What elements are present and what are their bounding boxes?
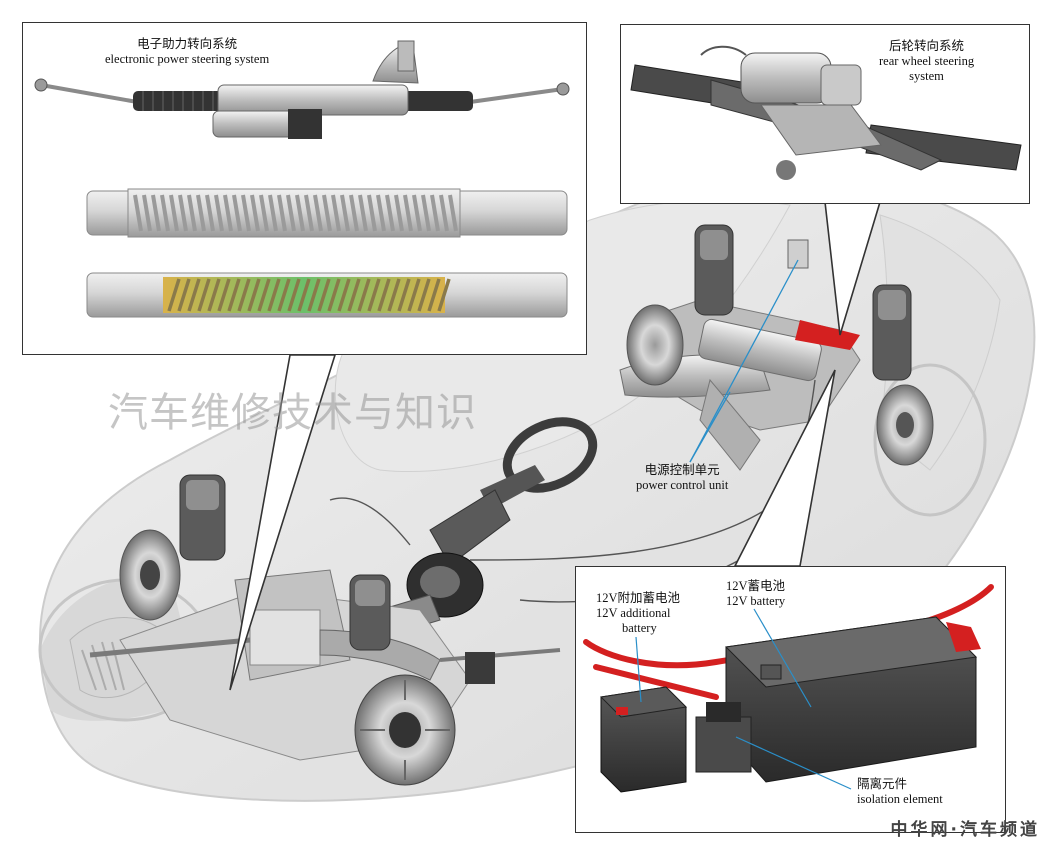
steering-column (379, 417, 598, 636)
battery-caption: 12V蓄电池 12V battery (726, 579, 785, 609)
pcu-label-en: power control unit (636, 478, 729, 492)
eps-caption: 电子助力转向系统 electronic power steering syste… (105, 37, 269, 67)
isolation-caption: 隔离元件 isolation element (857, 777, 943, 807)
front-axle (89, 474, 561, 786)
rws-label-en-2: system (909, 69, 944, 83)
eps-pointer (229, 354, 337, 691)
leader-lines (689, 259, 799, 463)
rws-label-en-1: rear wheel steering (879, 54, 975, 68)
battery-callout-box: 12V附加蓄电池 12V additional battery 12V蓄电池 1… (575, 566, 1006, 833)
aux-battery-caption: 12V附加蓄电池 12V additional battery (596, 591, 680, 636)
battery-label-en: 12V battery (726, 594, 786, 608)
rear-axle (619, 224, 934, 471)
isolation-element (695, 702, 752, 773)
isolation-label-cn: 隔离元件 (857, 777, 908, 791)
rack-highlight (86, 272, 568, 318)
eps-illustration (34, 40, 570, 318)
eps-callout-box: 电子助力转向系统 electronic power steering syste… (22, 22, 587, 355)
rws-label-cn: 后轮转向系统 (889, 39, 965, 53)
aux-battery-label-cn: 12V附加蓄电池 (596, 591, 681, 605)
aux-battery-label-en-2: battery (622, 621, 657, 635)
rws-caption: 后轮转向系统 rear wheel steering system (879, 39, 974, 84)
isolation-label-en: isolation element (857, 792, 943, 806)
rws-callout-box: 后轮转向系统 rear wheel steering system (620, 24, 1030, 204)
pcu-caption: 电源控制单元 power control unit (636, 463, 728, 493)
battery-label-cn: 12V蓄电池 (726, 579, 786, 593)
footer-brand: 中华网·汽车频道 (890, 820, 1040, 840)
battery-illustration (583, 584, 994, 793)
rws-illustration (630, 45, 1022, 180)
aux-battery-label-en-1: 12V additional (596, 606, 671, 620)
eps-label-en: electronic power steering system (105, 52, 270, 66)
watermark-text: 汽车维修技术与知识 (108, 390, 477, 436)
main-battery (724, 616, 981, 783)
pcu-label-cn: 电源控制单元 (644, 463, 720, 477)
steering-rack-assembly (34, 40, 570, 139)
rack-gray (86, 188, 568, 238)
eps-label-cn: 电子助力转向系统 (137, 37, 238, 51)
aux-battery (599, 686, 688, 793)
